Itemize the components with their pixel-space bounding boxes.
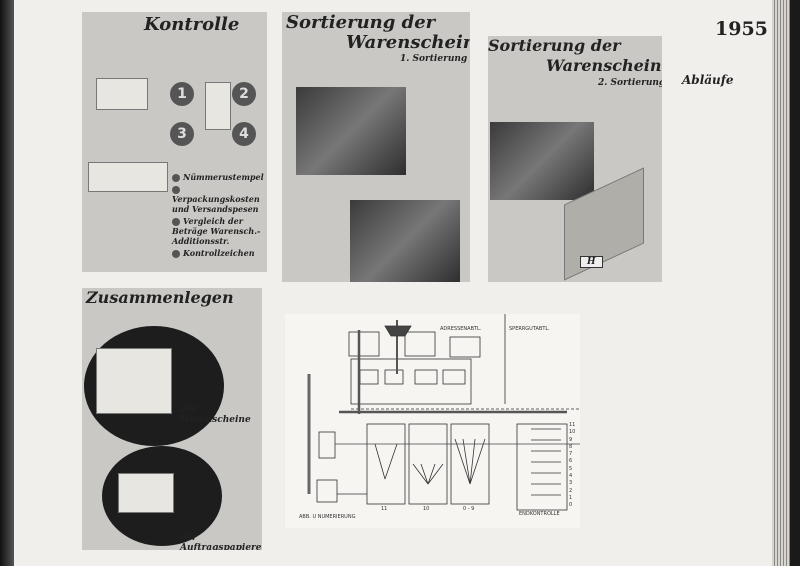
flow-diagram: ADRESSENABTL. SPERRGUTABTL. ABB. U NUMER… — [285, 314, 580, 528]
legend-item: Vergleich der Beträge Warensch.-Addition… — [172, 216, 261, 246]
bin-label: 11 — [569, 422, 576, 428]
sorting-photo — [350, 200, 460, 282]
document-stack — [96, 348, 172, 414]
sorting-photo — [296, 87, 406, 175]
caption: der Auftragspapiere — [180, 533, 262, 550]
panel-title: Zusammenlegen — [86, 288, 234, 307]
document-stack — [118, 473, 174, 513]
panel-title-line1: Sortierung der — [286, 12, 436, 33]
label-numbering: ABB. U NUMERIERUNG — [299, 514, 356, 520]
label-sperrgut: SPERRGUTABTL. — [509, 326, 550, 332]
bin-label: 2 — [569, 487, 573, 494]
panel-title-line2: Warenscheine — [546, 56, 662, 75]
bin-label: 4 — [569, 473, 573, 480]
caption: der Warenscheine — [180, 405, 251, 425]
bin-label: 8 — [569, 443, 573, 450]
diagram-lines — [307, 314, 580, 511]
document-image — [205, 82, 231, 130]
document-image — [88, 162, 168, 192]
label-col-11: 11 — [381, 506, 388, 512]
panel-title-line2: Warenscheine — [346, 32, 470, 53]
legend-item: Nümmerustempel — [183, 172, 264, 182]
label-endkontrolle: ENDKONTROLLE — [519, 511, 560, 517]
bin-label: 0 — [569, 502, 573, 509]
year-heading: 1955 — [715, 18, 768, 40]
bin-label: 6 — [569, 458, 573, 465]
panel-subtitle: 2. Sortierung — [598, 78, 662, 88]
bin-label: 1 — [569, 494, 573, 501]
bin-label: 10 — [569, 429, 576, 436]
panel-subtitle: 1. Sortierung — [400, 54, 468, 64]
label-adressen: ADRESSENABTL. — [440, 326, 482, 332]
bin-label: 7 — [569, 451, 573, 458]
section-heading: Abläufe — [682, 73, 734, 87]
panel-title: Kontrolle — [144, 14, 240, 35]
legend: Nümmerustempel Verpackungskosten und Ver… — [172, 172, 266, 258]
number-badge: 4 — [232, 122, 256, 146]
panel-sortierung-2: Sortierung der Warenscheine 2. Sortierun… — [488, 36, 662, 282]
bin-numbers: 11 10 9 8 7 6 5 4 3 2 1 0 — [569, 422, 575, 510]
bin-label: 3 — [569, 480, 573, 487]
panel-title-line1: Sortierung der — [488, 36, 621, 55]
number-badge: 1 — [170, 82, 194, 106]
document-image — [96, 78, 148, 110]
label-col-10: 10 — [423, 506, 430, 512]
legend-item: Kontrollzeichen — [183, 248, 255, 258]
bin-label: 9 — [569, 436, 573, 443]
number-badge: 3 — [170, 122, 194, 146]
number-badge: 2 — [232, 82, 256, 106]
sorting-photo — [490, 122, 594, 200]
panel-sortierung-1: Sortierung der Warenscheine 1. Sortierun… — [282, 12, 470, 282]
panel-zusammenlegen: Zusammenlegen der Warenscheine der Auftr… — [82, 288, 262, 550]
legend-item: Verpackungskosten und Versandspesen — [172, 194, 260, 214]
book-gutter — [0, 0, 14, 566]
label-col-0-9: 0 - 9 — [463, 506, 475, 512]
bin-label: 5 — [569, 465, 573, 472]
box-label: H — [580, 256, 603, 268]
panel-kontrolle: Kontrolle 1 2 3 4 Nümmerustempel Verpack… — [82, 12, 267, 272]
page-edges — [772, 0, 790, 566]
